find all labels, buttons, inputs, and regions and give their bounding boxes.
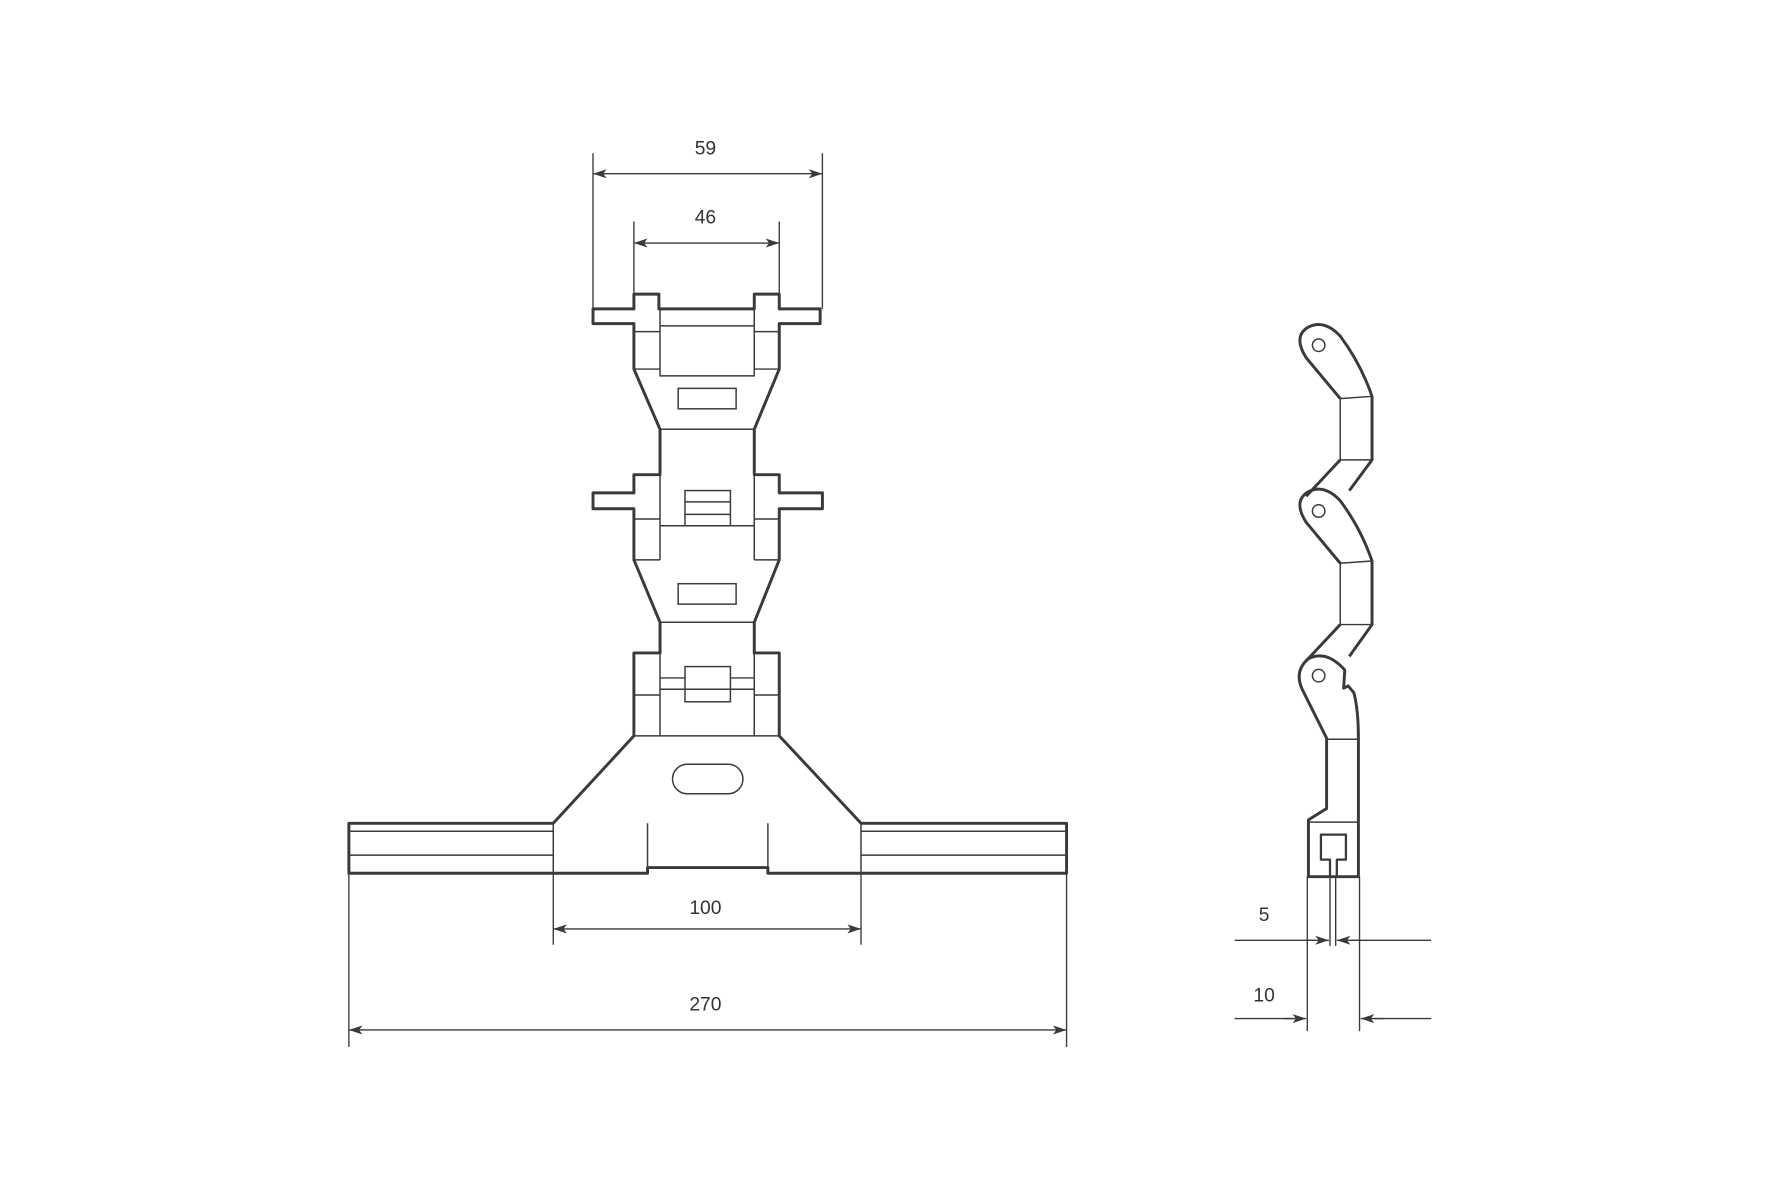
window-slot [677,582,737,605]
top-tab [347,292,1069,875]
pin-hole [1311,504,1326,518]
dim-label-270: 270 [689,995,721,1016]
dim-label-10: 10 [1253,986,1274,1007]
hinge [684,665,732,703]
mounting-slot [671,763,744,795]
front-view: 59 46 100 270 [347,138,1069,1048]
side-view: 5 10 [1234,323,1432,1032]
dim-label-5: 5 [1259,905,1270,926]
dim-label-100: 100 [689,898,721,919]
pin-hole [1311,668,1326,683]
dim-label-46: 46 [695,208,716,229]
dim-label-59: 59 [695,138,716,159]
hinge [684,489,732,527]
pin-hole [1311,338,1326,353]
window-slot [677,387,737,410]
